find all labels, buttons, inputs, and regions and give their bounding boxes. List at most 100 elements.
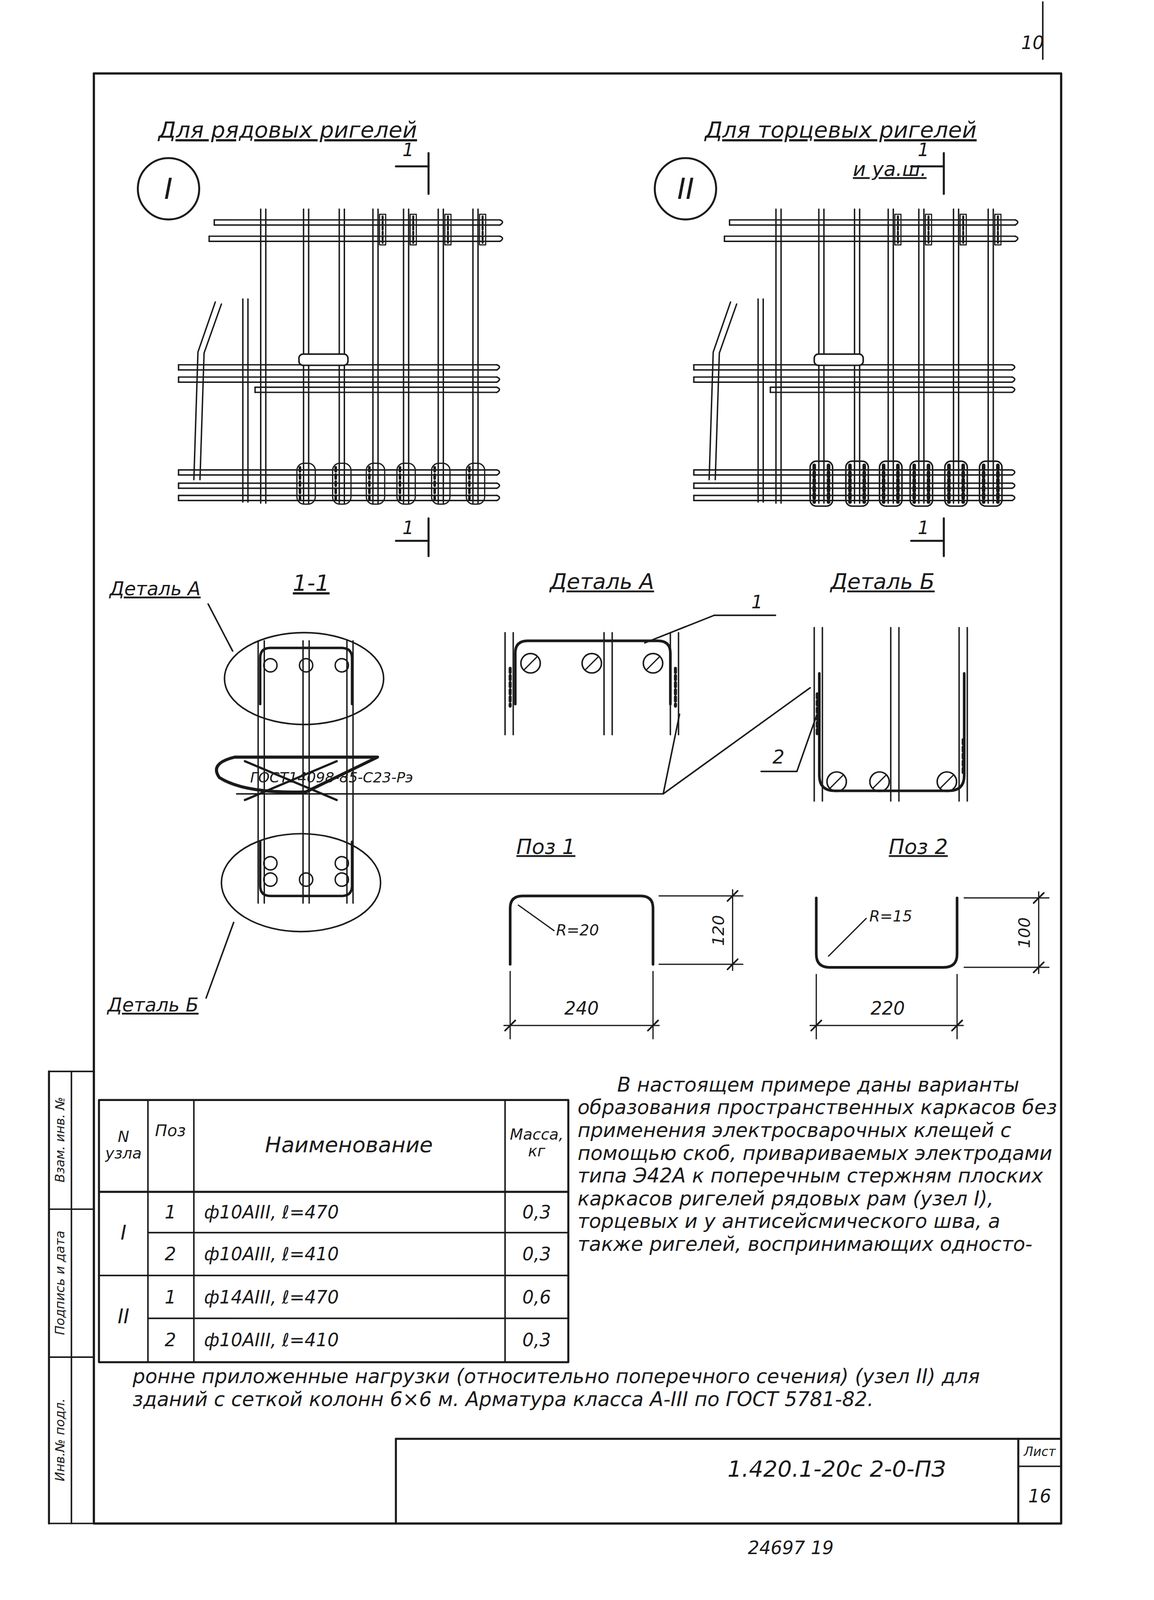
rebar-cage-end <box>910 461 933 507</box>
section-mark: 1 <box>917 517 930 539</box>
section-mark <box>395 165 429 168</box>
rebar-cage-ordinary <box>177 469 180 475</box>
detail-title: 1-1 <box>292 570 330 597</box>
rebar-cage-ordinary <box>368 467 371 501</box>
rebar-cage-end <box>881 465 886 503</box>
table-grid <box>504 1100 506 1363</box>
node-label: II <box>677 174 695 204</box>
section-view <box>224 632 384 725</box>
leader-line <box>714 614 776 616</box>
rebar-cage-end <box>693 377 695 382</box>
table-cell: Масса, кг <box>506 1126 568 1160</box>
rebar-cage-ordinary <box>466 463 485 505</box>
rebar-cage-ordinary <box>296 463 316 505</box>
rebar-cage-end <box>769 387 772 393</box>
detail-a <box>585 657 598 670</box>
dimension-line <box>1037 891 1040 974</box>
detail-b <box>966 627 968 802</box>
rebar-cage-end <box>770 391 1012 393</box>
dimension: 120 <box>709 915 728 947</box>
rebar-cage-ordinary <box>372 209 374 503</box>
rebar-cage-end <box>918 209 920 503</box>
leader-line <box>828 918 867 957</box>
table-cell: 2 <box>164 1243 176 1265</box>
rebar-cage-ordinary <box>214 219 500 221</box>
rebar-cage-ordinary <box>178 487 498 490</box>
rebar-cage-end <box>952 209 955 503</box>
section-view <box>263 872 277 886</box>
table-cell: ф10АIII, ℓ=410 <box>204 1243 340 1265</box>
rebar-cage-end <box>762 298 764 502</box>
detail-title: Деталь А <box>549 569 654 594</box>
note-text: В настоящем примере даны варианты образо… <box>577 1073 1060 1256</box>
circle-outline <box>655 157 717 220</box>
side-strip <box>48 1071 51 1524</box>
rebar-cage-ordinary <box>334 467 337 501</box>
leader-line <box>518 905 554 931</box>
rebar-cage-end <box>693 469 695 475</box>
rebar-cage-ordinary <box>209 240 500 243</box>
sheet-frame <box>94 2 1062 1524</box>
rebar-cage-end <box>862 465 867 503</box>
detail-title: Деталь Б <box>107 994 199 1016</box>
rebar-cage-ordinary <box>209 235 500 237</box>
section-view <box>335 872 349 886</box>
rebar-cage-end <box>724 240 1015 243</box>
rebar-cage-end <box>715 304 737 480</box>
leader-line <box>796 716 817 772</box>
table-cell: N узла <box>99 1127 147 1162</box>
rebar-cage-ordinary <box>366 463 385 505</box>
rebar-cage-end <box>992 209 994 503</box>
rebar-cage-end <box>757 298 759 502</box>
rebar-cage-end <box>887 209 890 503</box>
rebar-cage-end <box>693 483 695 489</box>
table-grid <box>98 1100 569 1363</box>
dimension-line <box>505 1020 516 1031</box>
rebar-cage-end <box>826 465 831 503</box>
stamp-text: Инв.№ подл. <box>53 1398 68 1482</box>
sheet-frame <box>1017 1438 1020 1524</box>
rebar-cage-ordinary <box>433 467 436 501</box>
stamp-text: Взам. инв. № <box>53 1096 68 1183</box>
rebar-cage-end <box>926 465 931 503</box>
dimension-line <box>652 971 654 1039</box>
section-mark: 1 <box>402 139 414 161</box>
side-strip <box>49 1070 95 1073</box>
rebar-cage-ordinary <box>408 209 410 503</box>
detail-b <box>821 627 823 802</box>
section-view <box>299 872 313 886</box>
dimension-line <box>731 889 734 971</box>
rebar-cage-end <box>947 465 951 503</box>
section-mark <box>395 152 429 557</box>
rebar-cage-end <box>812 465 817 503</box>
rebar-cage-end <box>693 495 695 501</box>
sheet-frame <box>94 73 1062 1524</box>
detail-a <box>603 632 605 735</box>
leader-line <box>644 615 714 643</box>
stamp-text: 24697 19 <box>747 1537 834 1559</box>
detail-a <box>505 632 679 735</box>
detail-b <box>815 693 819 737</box>
detail-b <box>814 627 968 802</box>
rebar-cage-ordinary <box>398 467 402 501</box>
rebar-cage-end <box>896 465 900 503</box>
rebar-cage-ordinary <box>178 209 503 504</box>
callout-number: 1 <box>751 591 763 613</box>
rebar-cage-end <box>775 209 777 503</box>
detail-b <box>830 775 843 788</box>
bar-shape <box>510 895 654 965</box>
rebar-cage-end <box>810 461 833 507</box>
sheet-frame <box>395 1438 398 1524</box>
dimension-line <box>964 966 1049 969</box>
rebar-cage-end <box>957 209 960 503</box>
rebar-cage-ordinary <box>381 216 384 243</box>
rebar-cage-end <box>960 214 967 245</box>
section-view <box>335 658 349 672</box>
rebar-cage-end <box>1012 469 1015 475</box>
rebar-cage-ordinary <box>467 467 471 501</box>
view-heading: и уа.ш. <box>853 157 927 181</box>
rebar-cage-ordinary <box>496 495 500 501</box>
